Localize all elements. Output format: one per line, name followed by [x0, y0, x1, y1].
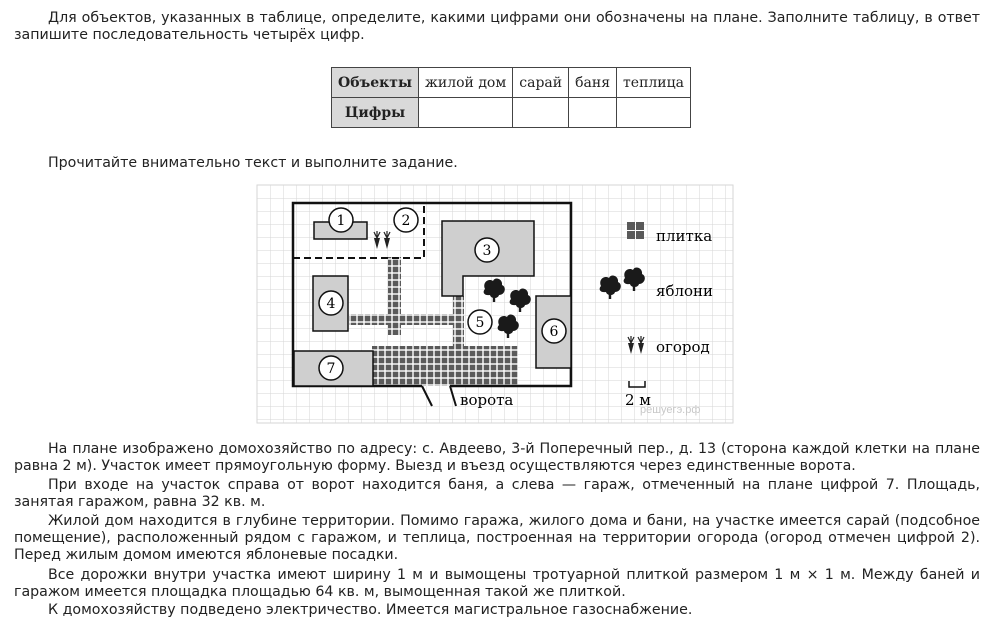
table-col-shed: сарай	[512, 67, 570, 98]
paragraph-1: На плане изображено домохозяйство по адр…	[14, 441, 980, 474]
table-col-greenhouse: теплица	[616, 67, 691, 98]
garden-outline	[293, 203, 425, 259]
read-prompt: Прочитайте внимательно текст и выполните…	[48, 155, 458, 171]
intro-text: Для объектов, указанных в таблице, опред…	[14, 10, 980, 43]
paragraph-4: Все дорожки внутри участка имеют ширину …	[14, 567, 980, 600]
plan-number-markers: 1 2 3 4 5 6 7	[318, 207, 567, 381]
table-col-house: жилой дом	[417, 67, 514, 98]
answer-cell[interactable]	[616, 97, 691, 128]
gate-right-post	[449, 385, 457, 407]
plan-number-6: 6	[550, 324, 559, 340]
table-col-bath: баня	[568, 67, 618, 98]
answer-table: Объекты жилой дом сарай баня теплица Циф…	[331, 67, 691, 128]
legend-apple-label: яблони	[656, 282, 713, 300]
answer-cell[interactable]	[512, 97, 570, 128]
table-row-digits: Цифры	[331, 97, 419, 128]
paragraph-3: Жилой дом находится в глубине территории…	[14, 513, 980, 563]
paragraph-2: При входе на участок справа от ворот нах…	[14, 477, 980, 510]
plan-number-4: 4	[327, 296, 336, 312]
plan-number-5: 5	[476, 315, 485, 331]
plan-number-2: 2	[402, 213, 411, 229]
table-header-objects: Объекты	[331, 67, 419, 98]
answer-cell[interactable]	[568, 97, 618, 128]
plan-number-7: 7	[327, 361, 336, 377]
plan-number-3: 3	[483, 243, 492, 259]
legend-garden-label: огород	[656, 338, 710, 356]
gate-left-post	[421, 385, 433, 407]
answer-cell[interactable]	[417, 97, 514, 128]
tile-paths	[349, 257, 518, 386]
tile-legend-icon	[627, 222, 644, 239]
plan-number-1: 1	[337, 213, 346, 229]
scale-bar-icon	[628, 381, 646, 388]
paragraph-5: К домохозяйству подведено электричество.…	[48, 602, 693, 618]
legend-scale-label: 2 м	[625, 391, 651, 409]
gate-label: ворота	[460, 391, 513, 409]
watermark: решуегэ.рф	[640, 404, 700, 416]
plan-legend: плитка яблони огород 2 м	[599, 222, 713, 409]
legend-tile-label: плитка	[656, 227, 712, 245]
